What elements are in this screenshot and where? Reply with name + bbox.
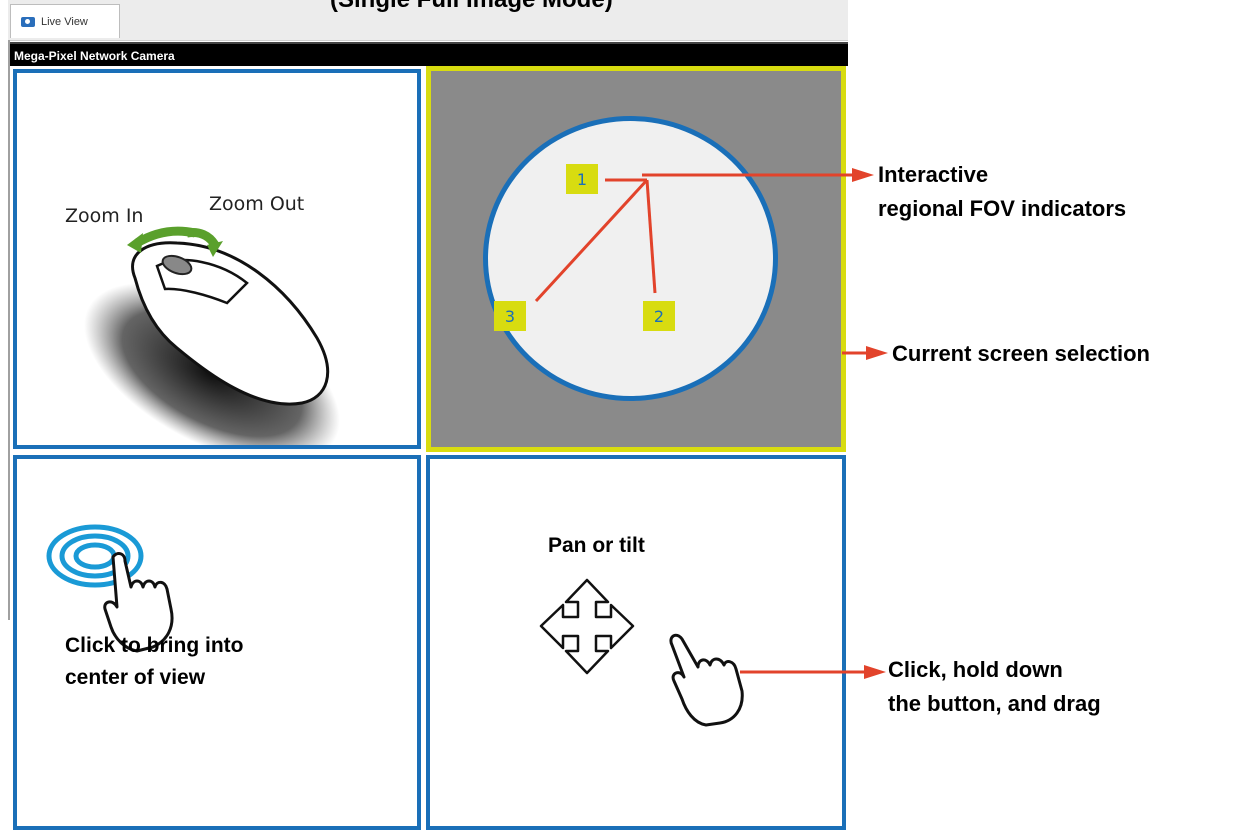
page-heading: (Single Full Image Mode) xyxy=(330,0,613,14)
click-caption-line1: Click to bring into xyxy=(65,634,244,657)
zoom-out-label: Zoom Out xyxy=(209,193,305,215)
window-left-edge xyxy=(8,40,10,620)
click-ripple-hand-icon xyxy=(46,524,174,653)
pan-tilt-title: Pan or tilt xyxy=(548,534,645,557)
pane-fisheye-selected[interactable]: 1 2 3 xyxy=(426,66,846,452)
window-title: Mega-Pixel Network Camera xyxy=(10,42,848,66)
tab-label: Live View xyxy=(41,15,88,28)
pointing-hand-icon xyxy=(669,633,744,727)
fov-indicator-3[interactable]: 3 xyxy=(494,301,526,331)
callout-fov-line1: Interactive xyxy=(878,162,989,187)
fov-indicator-1[interactable]: 1 xyxy=(566,164,598,194)
callout-fov-line2: regional FOV indicators xyxy=(878,196,1127,221)
callout-drag-line2: the button, and drag xyxy=(888,691,1101,716)
click-caption-line2: center of view xyxy=(65,666,206,689)
four-way-arrow-icon xyxy=(539,578,635,675)
fisheye-view[interactable] xyxy=(483,116,778,401)
callout-selection: Current screen selection xyxy=(892,341,1150,366)
mouse-icon xyxy=(84,226,340,445)
camera-icon xyxy=(21,16,35,27)
pane-mouse-zoom[interactable]: Zoom In Zoom Out xyxy=(13,69,421,449)
zoom-in-label: Zoom In xyxy=(65,205,144,227)
tab-bar xyxy=(8,0,848,41)
fov-indicator-2[interactable]: 2 xyxy=(643,301,675,331)
pane-pan-tilt[interactable]: Pan or tilt xyxy=(426,455,846,830)
tab-live-view[interactable]: Live View xyxy=(10,4,120,38)
fov-lines xyxy=(534,178,657,303)
callout-drag-line1: Click, hold down xyxy=(888,657,1063,682)
pane-click-center[interactable]: Click to bring into center of view xyxy=(13,455,421,830)
